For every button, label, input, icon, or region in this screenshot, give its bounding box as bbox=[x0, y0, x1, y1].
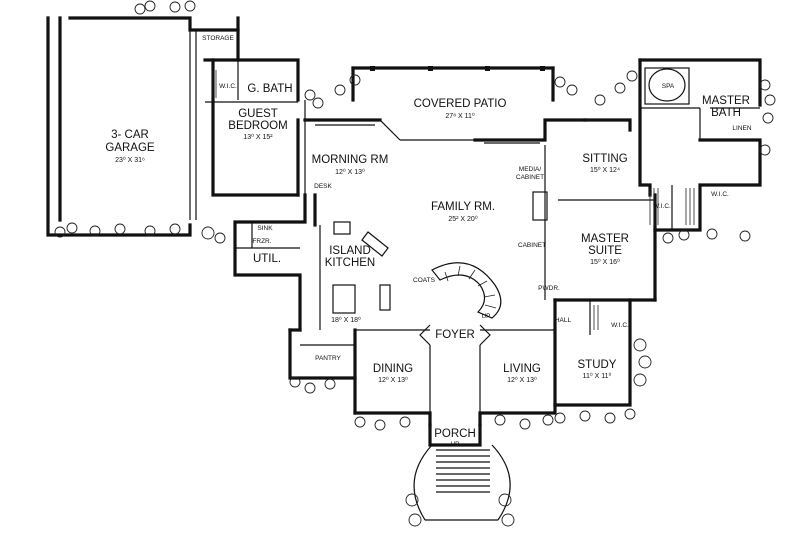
pantry-label: PANTRY bbox=[315, 355, 341, 362]
storage-label: STORAGE bbox=[202, 35, 234, 42]
room-labels: 3- CAR GARAGE 23⁰ X 31⁶ STORAGE W.I.C. G… bbox=[105, 35, 751, 448]
dining-dims: 12⁰ X 13⁰ bbox=[378, 376, 408, 384]
porch-up-label: UP bbox=[450, 441, 459, 448]
morning-room-dims: 12⁰ X 13⁰ bbox=[335, 168, 365, 176]
family-room-label: FAMILY RM. bbox=[431, 201, 495, 213]
porch-label: PORCH bbox=[434, 428, 476, 440]
guest-bath-label: G. BATH bbox=[247, 83, 292, 95]
coats-label: COATS bbox=[413, 277, 436, 284]
covered-patio-label: COVERED PATIO bbox=[414, 98, 507, 110]
family-room-dims: 25² X 20⁰ bbox=[448, 215, 477, 223]
stair-up-label: UP bbox=[481, 313, 490, 320]
frzr-label: FRZR. bbox=[252, 238, 271, 245]
master-suite-dims: 15⁰ X 16⁰ bbox=[590, 258, 620, 266]
exterior-walls bbox=[46, 16, 762, 447]
dining-label: DINING bbox=[373, 363, 413, 375]
living-dims: 12⁰ X 13⁰ bbox=[507, 376, 537, 384]
guest-bedroom-dims: 13⁰ X 15² bbox=[243, 133, 273, 141]
spa-label: SPA bbox=[662, 83, 675, 90]
sitting-label: SITTING bbox=[582, 153, 627, 165]
plan-details bbox=[211, 66, 695, 521]
sitting-dims: 15⁰ X 12⁴ bbox=[590, 166, 620, 174]
master-bath-label-line1: MASTER bbox=[702, 95, 750, 107]
guest-bedroom-label-line1: GUEST bbox=[238, 108, 278, 120]
wic-guest-label: W.I.C. bbox=[219, 83, 237, 90]
media-cabinet-label-line2: CABINET bbox=[516, 174, 544, 181]
garage-dims: 23⁰ X 31⁶ bbox=[115, 156, 145, 164]
master-bath-label-line2: BATH bbox=[711, 107, 741, 119]
garage-label-line2: GARAGE bbox=[105, 142, 155, 154]
covered-patio-dims: 27⁸ X 11⁰ bbox=[445, 112, 475, 120]
wic-left-label: W.I.C. bbox=[653, 203, 671, 210]
hall-label: HALL bbox=[555, 317, 572, 324]
island-kitchen-label-line1: ISLAND bbox=[329, 245, 371, 257]
foyer-label: FOYER bbox=[435, 329, 475, 341]
master-suite-label-line2: SUITE bbox=[588, 245, 622, 257]
wic-study-label: W.I.C. bbox=[611, 322, 629, 329]
cabinet-label: CABINET bbox=[518, 242, 546, 249]
island-kitchen-label-line2: KITCHEN bbox=[325, 257, 375, 269]
living-label: LIVING bbox=[503, 363, 541, 375]
util-label: UTIL. bbox=[253, 253, 281, 265]
sink-label: SINK bbox=[257, 225, 273, 232]
pwdr-label: PWDR. bbox=[538, 285, 560, 292]
desk-label: DESK bbox=[314, 183, 332, 190]
linen-label: LINEN bbox=[732, 125, 751, 132]
media-cabinet-label-line1: MEDIA/ bbox=[519, 166, 542, 173]
island-kitchen-dims: 18⁰ X 18⁰ bbox=[331, 316, 361, 324]
morning-room-label: MORNING RM bbox=[312, 154, 389, 166]
study-label: STUDY bbox=[578, 359, 617, 371]
wic-right-label: W.I.C. bbox=[711, 191, 729, 198]
study-dims: 11⁰ X 11⁰ bbox=[583, 372, 612, 380]
landscaping-shrubs bbox=[54, 0, 776, 527]
guest-bedroom-label-line2: BEDROOM bbox=[228, 120, 287, 132]
garage-label-line1: 3- CAR bbox=[111, 129, 149, 141]
master-suite-label-line1: MASTER bbox=[581, 233, 629, 245]
